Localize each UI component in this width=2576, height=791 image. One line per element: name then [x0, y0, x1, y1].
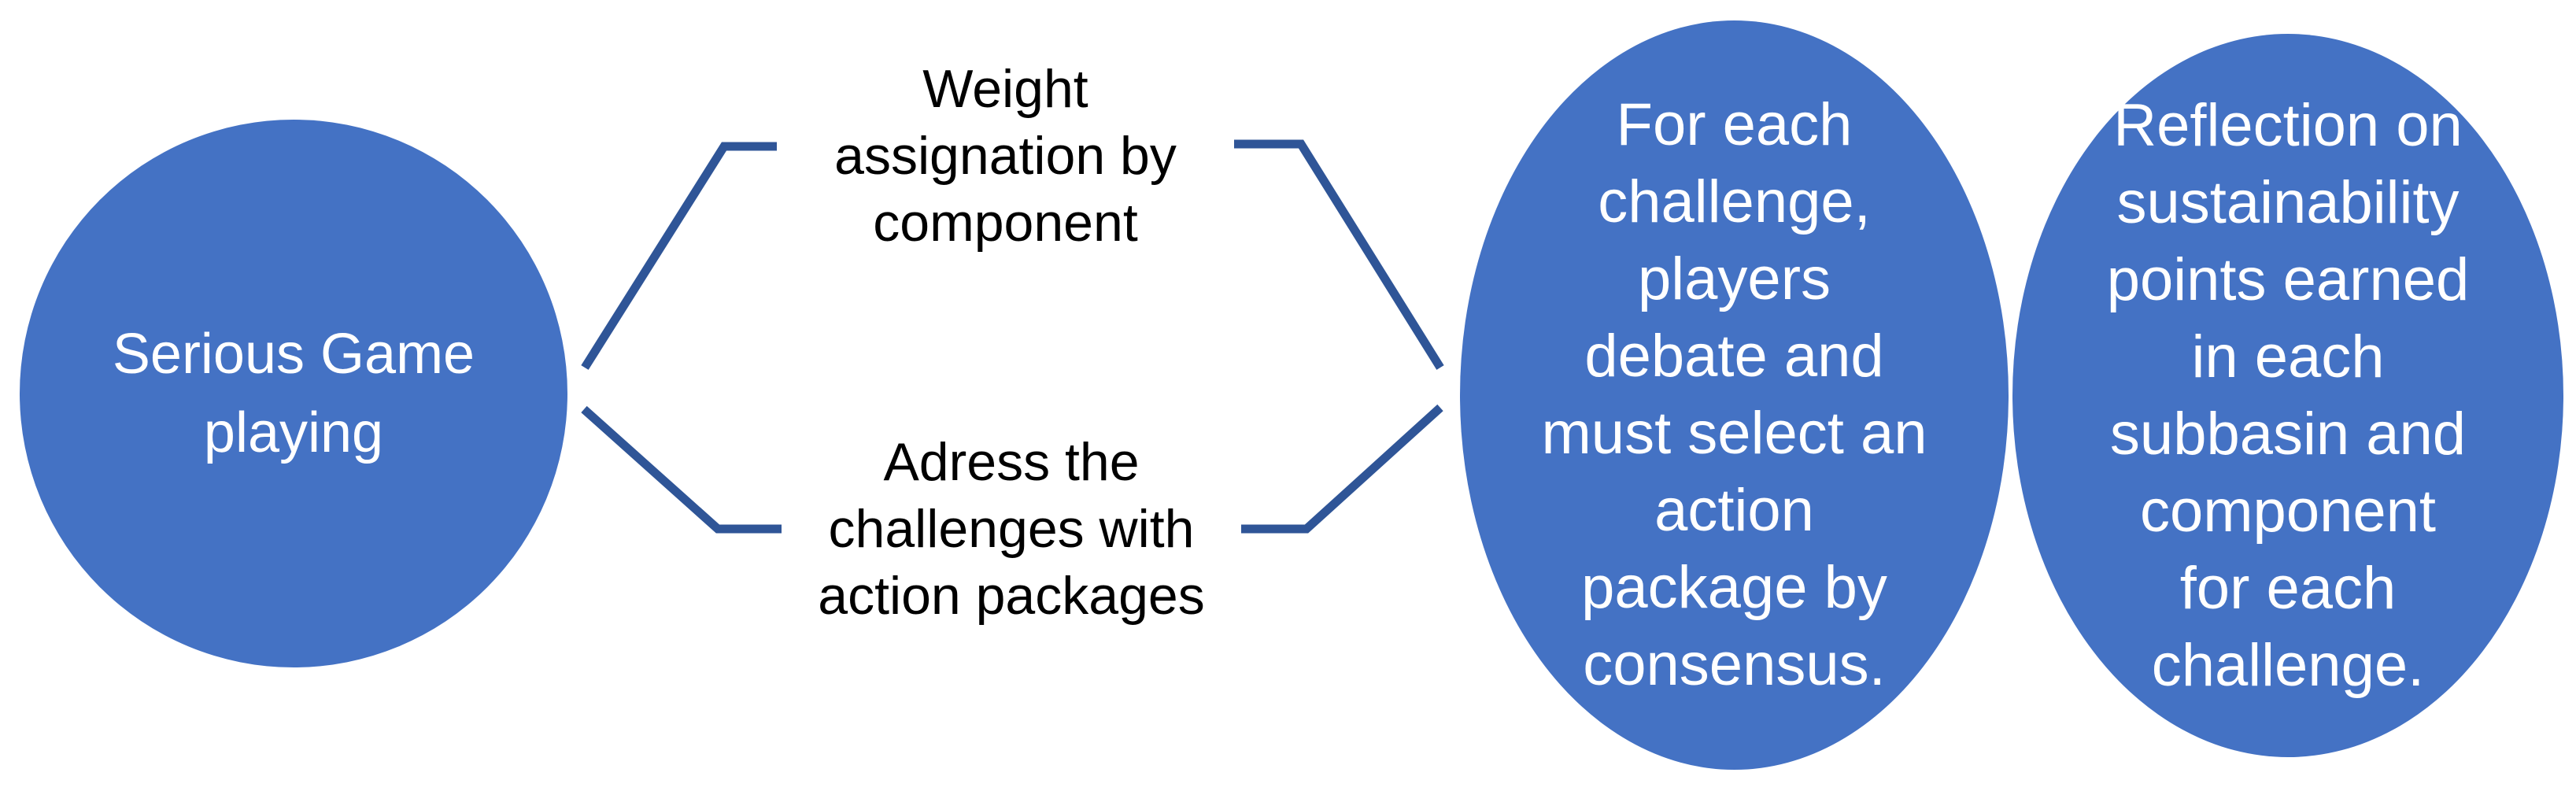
- branch-label-address-challenges: Adress the challenges with action packag…: [782, 415, 1241, 643]
- ellipse-reflection-points: Reflection on sustainability points earn…: [2012, 34, 2563, 757]
- connector-bottom-right: [1241, 404, 1443, 534]
- start-circle-serious-game: Serious Game playing: [20, 120, 567, 667]
- connector-bottom-left: [581, 405, 782, 534]
- start-circle-label: Serious Game playing: [112, 323, 475, 464]
- connector-top-left: [581, 142, 777, 370]
- ellipse-reflection-label: Reflection on sustainability points earn…: [2106, 91, 2470, 699]
- branch-label-bottom-text: Adress the challenges with action packag…: [818, 431, 1205, 626]
- ellipse-debate-consensus: For each challenge, players debate and m…: [1460, 20, 2009, 770]
- branch-label-top-text: Weight assignation by component: [834, 58, 1177, 253]
- connector-top-right: [1234, 139, 1444, 370]
- ellipse-debate-label: For each challenge, players debate and m…: [1541, 91, 1927, 698]
- branch-label-weight-assignation: Weight assignation by component: [777, 42, 1234, 270]
